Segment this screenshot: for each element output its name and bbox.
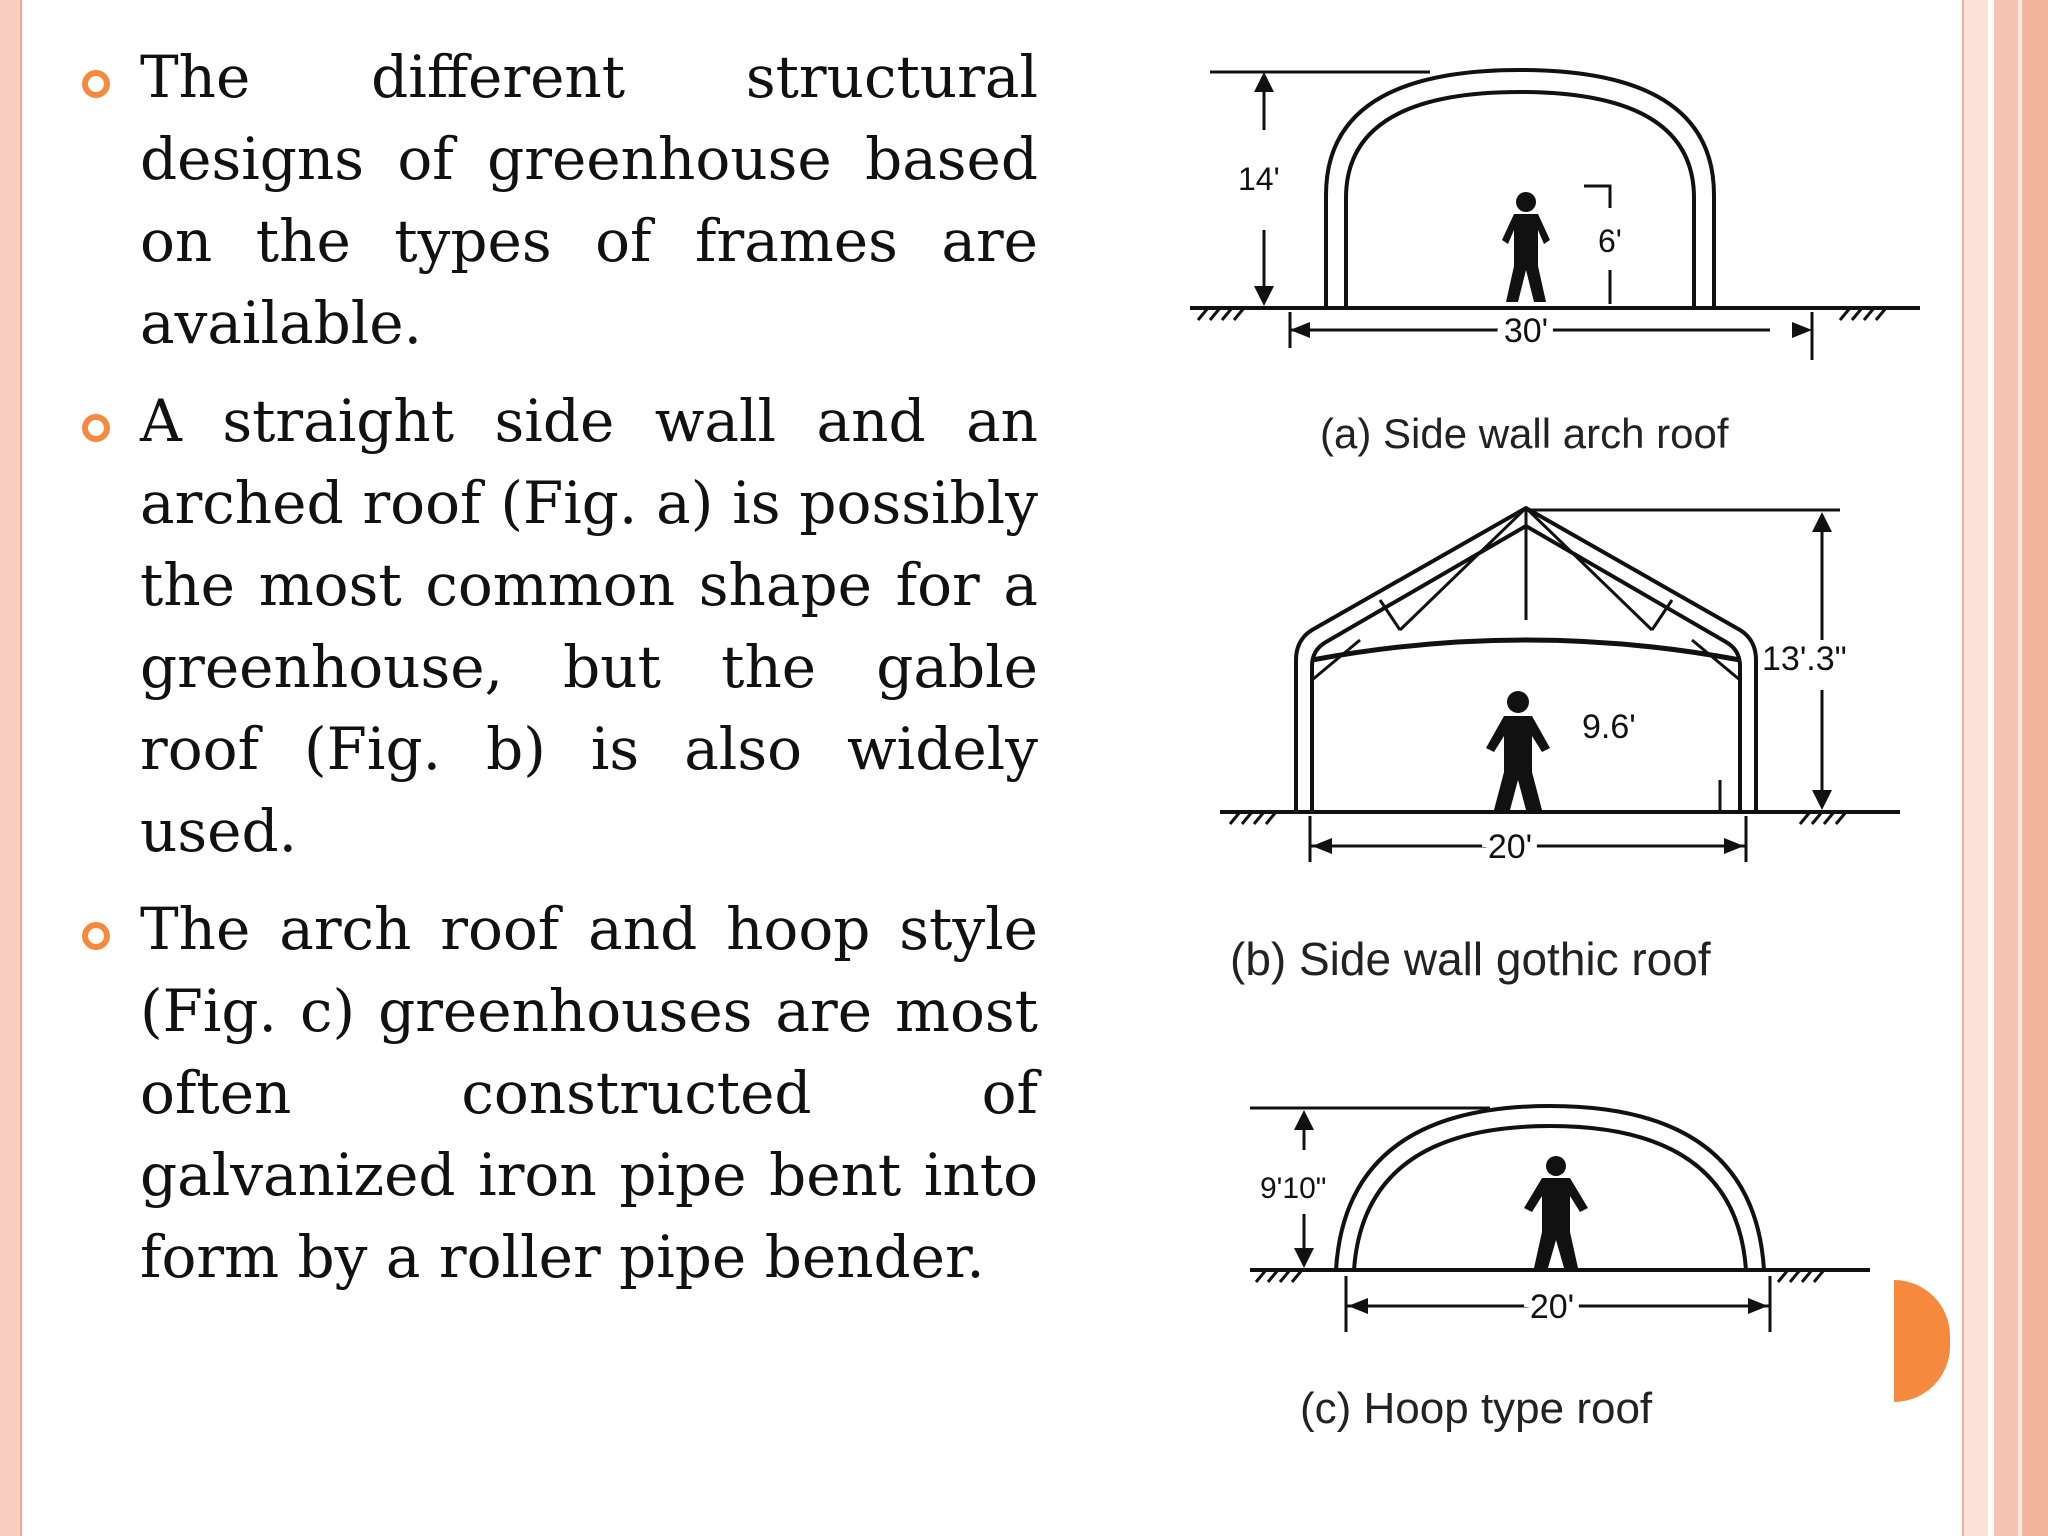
- height-label: 9'10": [1260, 1172, 1326, 1205]
- bullet-item: The arch roof and hoop style (Fig. c) gr…: [78, 888, 1038, 1298]
- right-border-strip: [1962, 0, 1988, 1536]
- person-height-label: 9.6': [1582, 708, 1636, 746]
- figure-side-wall-arch-roof: 14' 6' 30': [1190, 67, 1920, 360]
- bullet-item: A straight side wall and an arched roof …: [78, 380, 1038, 872]
- person-height-label: 6': [1598, 223, 1622, 259]
- height-label: 14': [1238, 161, 1280, 197]
- width-label: 30': [1504, 312, 1548, 350]
- bullet-list: The different structural designs of gree…: [78, 36, 1038, 1314]
- person-silhouette-icon: [1524, 1156, 1588, 1268]
- figure-side-wall-gothic-roof: 13'.3" 9.6' 20': [1220, 505, 1900, 873]
- left-border-strip: [0, 0, 22, 1536]
- bullet-text: A straight side wall and an arched roof …: [140, 387, 1038, 865]
- figure-hoop-type-roof: 9'10" 20': [1250, 1103, 1870, 1333]
- bullet-circle-icon: [82, 414, 110, 442]
- figure-c-caption: (c) Hoop type roof: [1300, 1384, 1653, 1433]
- person-silhouette-icon: [1486, 691, 1550, 810]
- bullet-text: The arch roof and hoop style (Fig. c) gr…: [140, 895, 1038, 1291]
- figure-a-caption: (a) Side wall arch roof: [1320, 410, 1729, 457]
- height-label: 13'.3": [1762, 640, 1847, 678]
- bullet-item: The different structural designs of gree…: [78, 36, 1038, 364]
- slide-accent-tab: [1894, 1280, 1950, 1402]
- bullet-text: The different structural designs of gree…: [140, 43, 1038, 357]
- figure-b-caption: (b) Side wall gothic roof: [1230, 933, 1711, 985]
- person-silhouette-icon: [1502, 192, 1550, 302]
- right-border-strip-edge: [2018, 0, 2048, 1536]
- width-label: 20': [1530, 1288, 1574, 1326]
- bullet-circle-icon: [82, 922, 110, 950]
- bullet-circle-icon: [82, 70, 110, 98]
- width-label: 20': [1488, 828, 1532, 866]
